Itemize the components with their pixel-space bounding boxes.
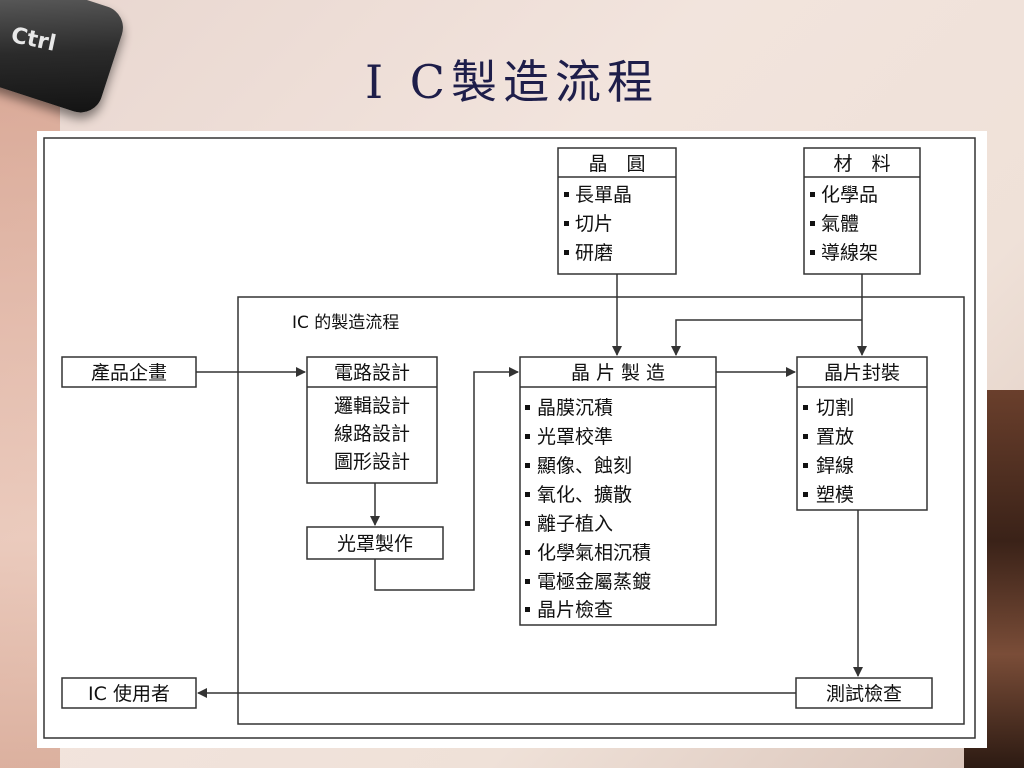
circuit-design-item: 圖形設計 bbox=[334, 451, 410, 473]
bullet-icon bbox=[525, 463, 530, 468]
bullet-icon bbox=[564, 192, 569, 197]
materials-title: 材 料 bbox=[833, 153, 890, 175]
bullet-icon bbox=[525, 405, 530, 410]
bullet-icon bbox=[810, 250, 815, 255]
wafer-fab-box: 晶 片 製 造 晶膜沉積 光罩校準 顯像、蝕刻 氧化、擴散 離子植入 化學氣相沉… bbox=[519, 356, 717, 626]
testing-label: 測試檢查 bbox=[826, 683, 902, 705]
packaging-box: 晶片封裝 切割 置放 銲線 塑模 bbox=[796, 356, 928, 511]
product-planning-label: 產品企畫 bbox=[91, 362, 167, 384]
circuit-design-box: 電路設計 邏輯設計 線路設計 圖形設計 bbox=[306, 356, 438, 484]
wafer-title: 晶 圓 bbox=[588, 153, 645, 175]
packaging-item: 切割 bbox=[816, 397, 854, 419]
wafer-fab-item: 晶膜沉積 bbox=[537, 397, 613, 419]
bullet-icon bbox=[525, 607, 530, 612]
wafer-fab-item: 光罩校準 bbox=[537, 426, 613, 448]
ic-user-label: IC 使用者 bbox=[88, 683, 170, 705]
circuit-design-item: 線路設計 bbox=[334, 423, 410, 445]
mask-making-label: 光罩製作 bbox=[337, 533, 413, 555]
packaging-title: 晶片封裝 bbox=[824, 362, 900, 384]
bullet-icon bbox=[525, 521, 530, 526]
wafer-item: 研磨 bbox=[575, 242, 613, 264]
wafer-item: 長單晶 bbox=[575, 184, 632, 206]
product-planning-box: 產品企畫 bbox=[61, 356, 197, 388]
diagram-outer-border bbox=[43, 137, 976, 739]
bullet-icon bbox=[803, 492, 808, 497]
packaging-item: 塑模 bbox=[816, 484, 854, 506]
ic-user-box: IC 使用者 bbox=[61, 677, 197, 709]
bullet-icon bbox=[803, 405, 808, 410]
materials-item: 氣體 bbox=[821, 213, 859, 235]
bullet-icon bbox=[525, 579, 530, 584]
ic-process-frame-label: IC 的製造流程 bbox=[292, 313, 399, 333]
circuit-design-title: 電路設計 bbox=[334, 362, 410, 384]
wafer-fab-item: 化學氣相沉積 bbox=[537, 542, 651, 564]
bullet-icon bbox=[810, 221, 815, 226]
bullet-icon bbox=[525, 550, 530, 555]
mask-making-box: 光罩製作 bbox=[306, 526, 444, 560]
bullet-icon bbox=[803, 463, 808, 468]
materials-item: 導線架 bbox=[821, 242, 878, 264]
slide-title: I C製造流程 bbox=[365, 55, 659, 109]
wafer-fab-title: 晶 片 製 造 bbox=[571, 362, 665, 384]
arrow-materials-to-fab bbox=[671, 319, 862, 356]
testing-box: 測試檢查 bbox=[795, 677, 933, 709]
bullet-icon bbox=[810, 192, 815, 197]
bullet-icon bbox=[525, 434, 530, 439]
wafer-fab-item: 電極金屬蒸鍍 bbox=[537, 571, 651, 593]
packaging-item: 置放 bbox=[816, 426, 854, 448]
materials-box: 材 料 化學品 氣體 導線架 bbox=[803, 147, 921, 275]
bullet-icon bbox=[564, 250, 569, 255]
wafer-fab-item: 氧化、擴散 bbox=[537, 484, 632, 506]
bullet-icon bbox=[803, 434, 808, 439]
arrow-mask-to-fab bbox=[374, 367, 519, 591]
ic-process-frame bbox=[237, 296, 965, 725]
packaging-item: 銲線 bbox=[816, 455, 854, 477]
wafer-item: 切片 bbox=[575, 213, 613, 235]
circuit-design-item: 邏輯設計 bbox=[334, 395, 410, 417]
wafer-fab-item: 顯像、蝕刻 bbox=[537, 455, 632, 477]
bullet-icon bbox=[564, 221, 569, 226]
bullet-icon bbox=[525, 492, 530, 497]
wafer-box: 晶 圓 長單晶 切片 研磨 bbox=[557, 147, 677, 275]
materials-item: 化學品 bbox=[821, 184, 878, 206]
wafer-fab-item: 晶片檢查 bbox=[537, 599, 613, 621]
wafer-fab-item: 離子植入 bbox=[537, 513, 613, 535]
